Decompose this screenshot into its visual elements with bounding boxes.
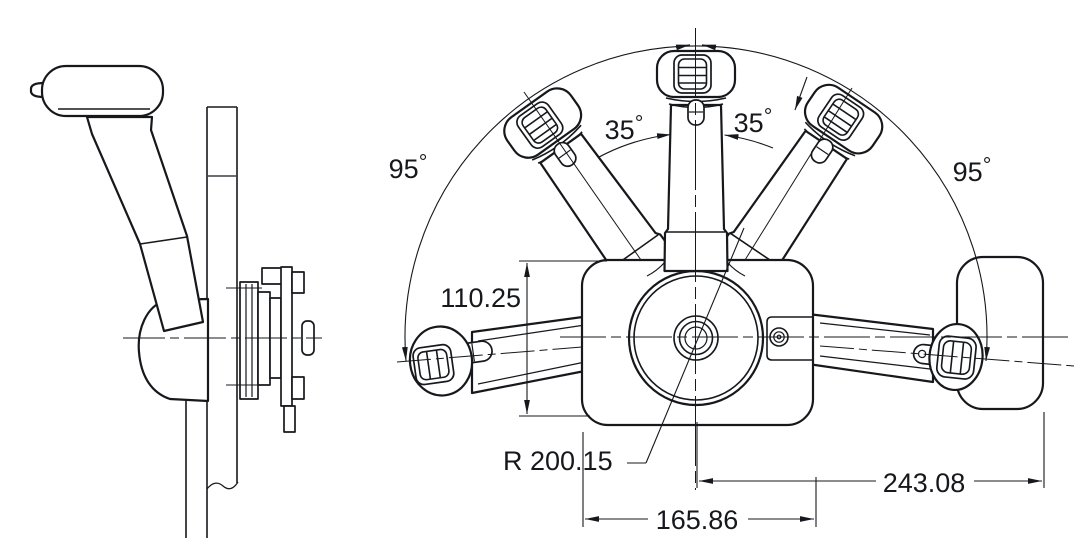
- side-handle-grip: [40, 64, 165, 118]
- dimension-body-height: [519, 260, 607, 417]
- knob-grip-inner: [822, 98, 860, 136]
- knob-grip-bars: [949, 341, 965, 374]
- label-left-sweep-angle: 95°: [389, 149, 428, 184]
- knob-grip-bars: [679, 66, 706, 84]
- right-lever-centerline: [819, 345, 1075, 367]
- dimension-body-width: [582, 432, 817, 527]
- dimension-handle-span: [696, 412, 1045, 488]
- right-tilt-centerline: [744, 87, 853, 261]
- side-handle-nub: [29, 81, 46, 99]
- side-arm-seam: [139, 236, 188, 245]
- knob-grip: [516, 101, 564, 150]
- knob-grip-inner: [677, 58, 708, 90]
- hub-tab-upper: [291, 271, 305, 294]
- label-right-sweep-angle: 95°: [953, 152, 992, 187]
- front-view: [396, 28, 1075, 527]
- radius-leader-line: [645, 227, 745, 464]
- left-tilt-centerline: [523, 91, 642, 261]
- sweep-arc-top-arrow-left: [675, 44, 691, 51]
- hub-top-tab: [261, 267, 283, 285]
- radius-leader: [627, 227, 745, 464]
- side-view: [29, 64, 322, 538]
- sweep-arc-top-arrow-right: [701, 44, 717, 51]
- lever-tilted-right: [706, 83, 884, 302]
- centerlines: [396, 28, 1075, 490]
- lever-horizontal-left-knob: [408, 325, 493, 397]
- label-lever-radius: R 200.15: [503, 446, 613, 476]
- knob-grip-bars: [824, 103, 856, 133]
- knob-grip-inner: [417, 348, 450, 381]
- hub-tab-lower: [291, 376, 305, 400]
- tilt-arc-right: [724, 134, 774, 149]
- release-button-line: [816, 146, 829, 156]
- left-lever-centerline: [396, 346, 583, 363]
- tilt-right-leader: [794, 76, 808, 111]
- hub-stub-lower: [283, 405, 296, 433]
- hub-plate-a-lines: [245, 284, 253, 397]
- side-hub-assembly: [226, 266, 315, 433]
- label-left-tilt-angle: 35°: [605, 110, 644, 145]
- stem-fillets: [646, 261, 746, 277]
- knob-grip-bars: [524, 111, 557, 141]
- hub-bracket: [280, 266, 293, 407]
- label-body-height: 110.25: [440, 283, 521, 313]
- trigger-nub-line: [471, 343, 475, 362]
- knob-grip-bars: [425, 350, 442, 379]
- trigger-nub: [465, 340, 493, 364]
- label-right-tilt-angle: 35°: [734, 103, 773, 138]
- lever-horizontal-right-arm: [806, 312, 935, 384]
- hub-plate-a: [239, 281, 259, 400]
- label-handle-span: 243.08: [883, 468, 966, 498]
- label-body-width: 165.86: [656, 505, 739, 535]
- panel-break-line: [206, 481, 239, 490]
- labels: 95° 35° 35° 95° 110.25 R 200.15 165.86 2…: [389, 103, 992, 535]
- knob-grip: [817, 93, 865, 142]
- knob-grip: [412, 343, 455, 386]
- knob-grip-inner: [521, 106, 559, 144]
- arm-left-contours: [477, 324, 586, 385]
- release-button-line: [558, 149, 571, 159]
- screw-boss: [766, 316, 813, 361]
- side-lever-arm: [85, 115, 205, 333]
- arm-right-contours: [819, 322, 931, 370]
